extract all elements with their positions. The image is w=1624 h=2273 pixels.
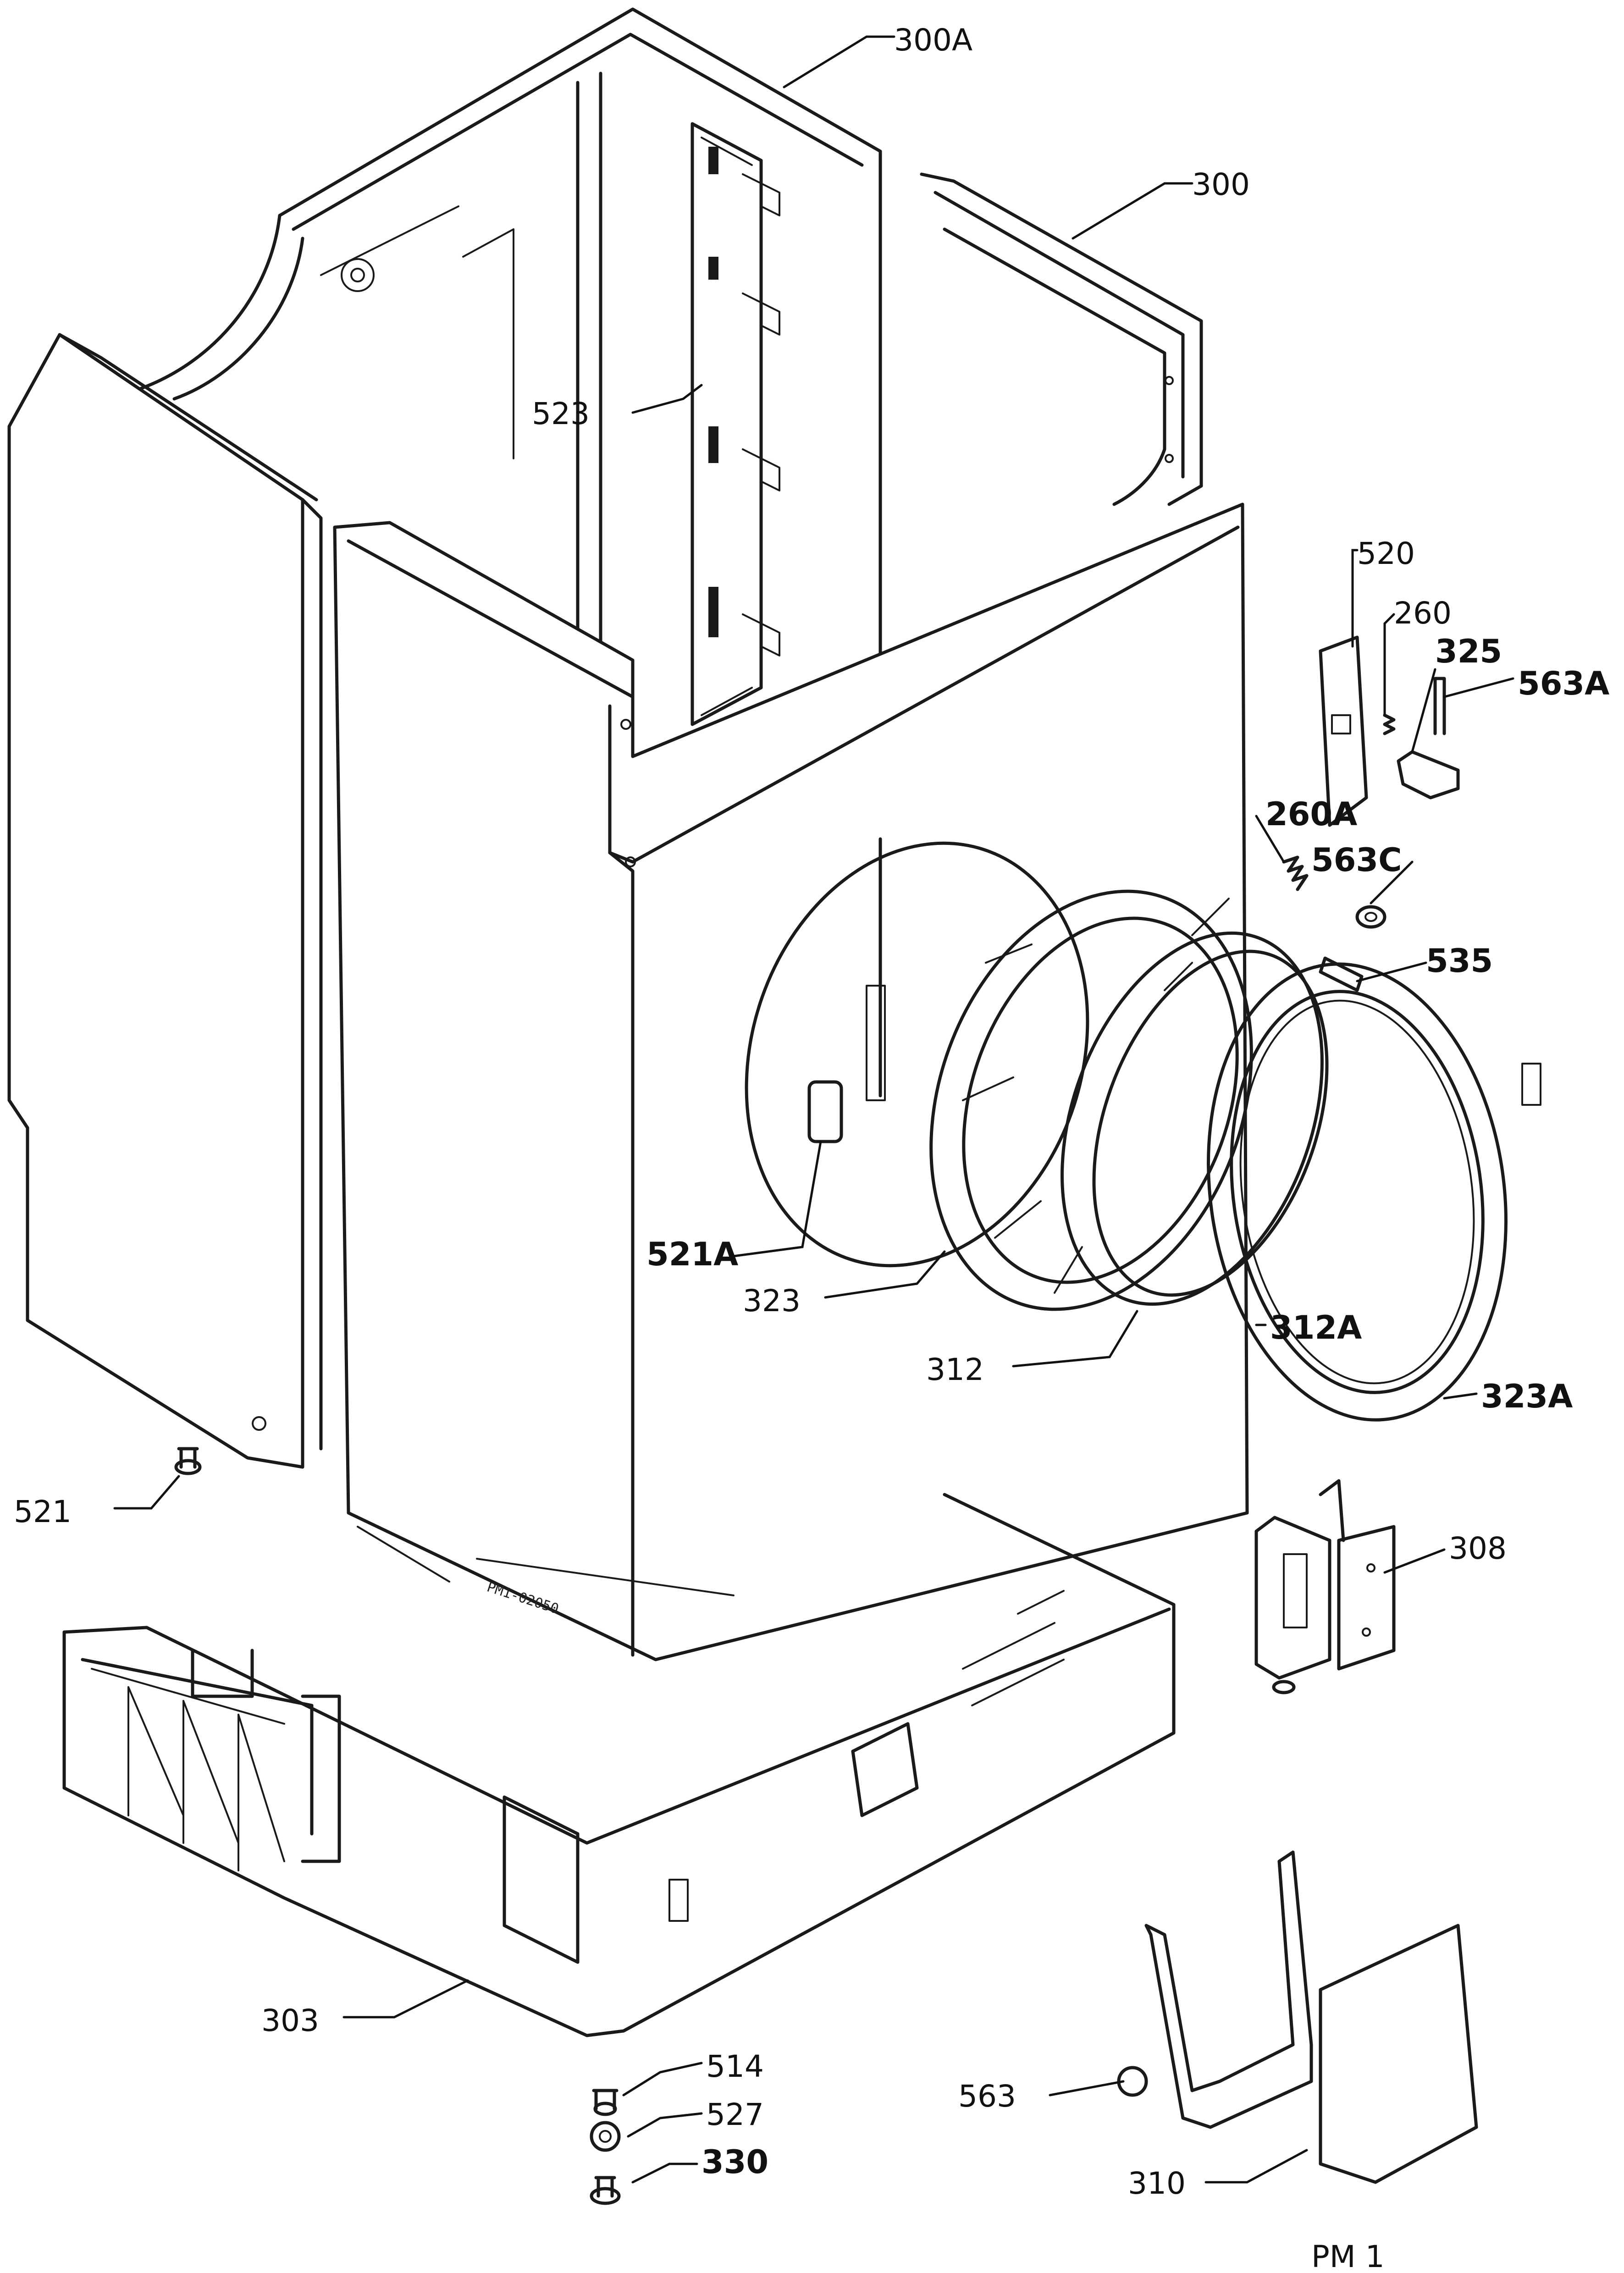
label-330: 330 [702, 2143, 768, 2181]
label-523: 523 [532, 396, 590, 431]
label-563C: 563C [1311, 841, 1402, 879]
left-side-panel [7, 333, 323, 1469]
cover-310 [1319, 1924, 1478, 2184]
foot-bolt-514 [592, 2089, 619, 2116]
label-514: 514 [706, 2049, 764, 2084]
label-323A: 323A [1481, 1378, 1573, 1415]
label-308: 308 [1449, 1531, 1507, 1566]
label-310: 310 [1128, 2166, 1186, 2201]
lock-washer-527 [590, 2121, 621, 2152]
label-260A: 260A [1265, 795, 1357, 833]
front-panel: PM1-02050 [333, 502, 1249, 1661]
label-303: 303 [261, 2003, 319, 2038]
label-325: 325 [1435, 633, 1502, 670]
bush-563C [1355, 905, 1386, 929]
label-312A: 312A [1270, 1309, 1362, 1346]
callout-leaders [113, 35, 1514, 2184]
label-521A: 521A [646, 1236, 738, 1273]
label-535: 535 [1426, 942, 1493, 980]
door-inner-frame-323 [929, 889, 1253, 1311]
page-code: PM 1 [1311, 2239, 1385, 2273]
label-563A: 563A [1518, 665, 1609, 702]
foot-330 [590, 2176, 621, 2205]
base-frame-303 [62, 1493, 1176, 2037]
label-312: 312 [926, 1352, 984, 1387]
catch-325 [1397, 750, 1460, 800]
cabinet-rear-frame-300A [136, 7, 882, 717]
pin-563A [1433, 677, 1446, 735]
screw-521 [174, 1447, 202, 1475]
bracket-563 [1117, 1850, 1313, 2129]
label-260: 260 [1394, 596, 1452, 631]
label-300A: 300A [894, 22, 972, 58]
label-521: 521 [14, 1494, 72, 1529]
label-300: 300 [1192, 167, 1250, 202]
interlock-slot-521A [807, 1080, 843, 1143]
callout-labels: 300A 300 523 520 260 325 563A 260A 563C … [14, 22, 1609, 2273]
pin-535 [1319, 956, 1364, 992]
door-glass-312 [1061, 931, 1329, 1306]
door-lock-520 [1319, 635, 1368, 827]
label-563: 563 [958, 2079, 1016, 2114]
rear-bracket-523 [690, 122, 780, 726]
door-hinge-308 [1254, 1479, 1396, 1694]
door-outer-ring-323A [1207, 962, 1541, 1422]
label-520: 520 [1357, 536, 1415, 571]
spring-260 [1383, 713, 1396, 735]
cabinet-right-frame-300 [920, 172, 1203, 506]
label-527: 527 [706, 2097, 764, 2132]
spring-260A [1282, 855, 1309, 891]
label-323: 323 [743, 1283, 801, 1319]
